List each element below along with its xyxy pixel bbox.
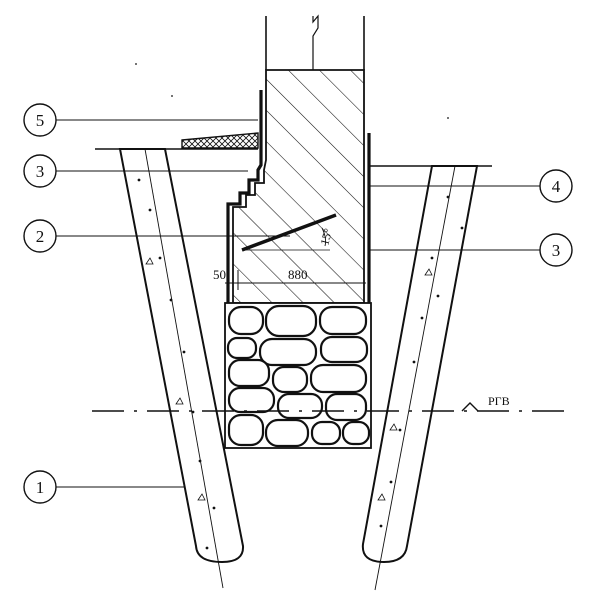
svg-text:5: 5	[36, 111, 45, 130]
svg-text:1: 1	[36, 478, 45, 497]
water-level-line	[92, 402, 565, 412]
callout-1: 1	[23, 470, 57, 504]
svg-text:2: 2	[36, 227, 45, 246]
svg-text:4: 4	[552, 177, 561, 196]
dimension-offset: 50	[213, 267, 226, 282]
dimension-width: 880	[288, 267, 308, 282]
waterproofing-left	[226, 90, 263, 303]
dimension-line	[225, 270, 366, 290]
svg-text:3: 3	[36, 162, 45, 181]
callout-leaders	[56, 119, 540, 488]
left-pile	[118, 148, 245, 589]
right-pile	[361, 165, 479, 591]
water-level-label: РГВ	[488, 394, 510, 408]
upper-wall	[265, 14, 365, 70]
callout-3-left: 3	[23, 154, 57, 188]
angle-label: 15°	[317, 227, 335, 247]
angle-arc	[321, 227, 327, 247]
callout-5: 5	[23, 103, 57, 137]
rubble-base	[224, 302, 372, 449]
concrete-texture	[137, 178, 464, 550]
callout-3-right: 3	[539, 233, 573, 267]
svg-text:3: 3	[552, 241, 561, 260]
blind-area	[181, 132, 259, 149]
reinforcement-bar	[241, 213, 337, 252]
callout-4: 4	[539, 169, 573, 203]
callout-2: 2	[23, 219, 57, 253]
